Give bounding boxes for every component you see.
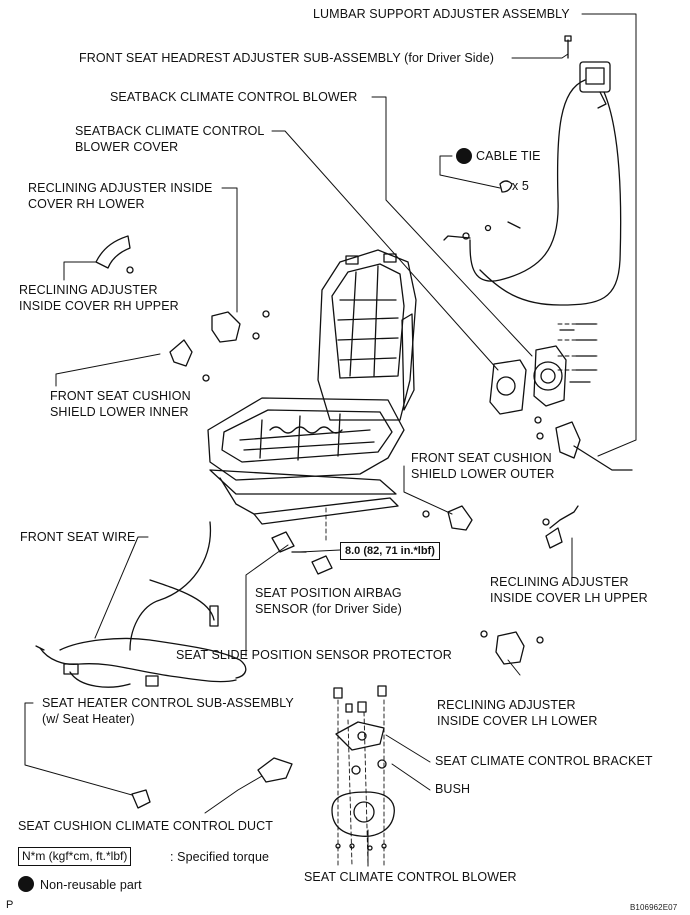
label-heater-control-line2: (w/ Seat Heater) <box>42 712 135 726</box>
label-heater-control-line1: SEAT HEATER CONTROL SUB-ASSEMBLY <box>42 696 294 710</box>
label-cushion-climate-duct: SEAT CUSHION CLIMATE CONTROL DUCT <box>18 819 273 833</box>
label-cable-tie-quantity: x 5 <box>512 179 529 193</box>
legend-nonreusable-marker <box>18 876 34 892</box>
lumbar-support-assembly <box>443 35 622 306</box>
leader-lines <box>24 13 637 867</box>
corner-letter: P <box>6 899 14 911</box>
label-recline-lh-lower-line2: INSIDE COVER LH LOWER <box>437 714 598 728</box>
label-seat-climate-blower: SEAT CLIMATE CONTROL BLOWER <box>304 870 517 884</box>
nonreusable-marker-cable-tie <box>456 148 472 164</box>
shield-lower-outer <box>422 505 473 531</box>
recline-cover-lh-upper <box>534 416 633 549</box>
label-seatback-cover-line2: BLOWER COVER <box>75 140 179 154</box>
cushion-duct-heater <box>131 757 293 809</box>
legend-torque-units: N*m (kgf*cm, ft.*lbf) <box>18 847 132 866</box>
label-shield-outer-line2: SHIELD LOWER OUTER <box>411 467 555 481</box>
recline-cover-lh-lower <box>480 630 544 665</box>
label-bush: BUSH <box>435 782 471 796</box>
torque-spec-box: 8.0 (82, 71 in.*lbf) <box>340 542 440 560</box>
seatback-blower <box>489 323 597 415</box>
legend-torque-text: : Specified torque <box>170 850 270 864</box>
label-seatback-blower: SEATBACK CLIMATE CONTROL BLOWER <box>110 90 358 104</box>
label-slide-sensor-protector: SEAT SLIDE POSITION SENSOR PROTECTOR <box>176 648 452 662</box>
seat-climate-blower-group <box>331 685 395 851</box>
label-recline-lh-lower-line1: RECLINING ADJUSTER <box>437 698 576 712</box>
label-recline-lh-upper-line2: INSIDE COVER LH UPPER <box>490 591 648 605</box>
label-climate-bracket: SEAT CLIMATE CONTROL BRACKET <box>435 754 653 768</box>
label-airbag-sensor-line1: SEAT POSITION AIRBAG <box>255 586 402 600</box>
label-recline-lh-upper-line1: RECLINING ADJUSTER <box>490 575 629 589</box>
label-recline-rh-lower-line1: RECLINING ADJUSTER INSIDE <box>28 181 213 195</box>
label-cable-tie: CABLE TIE <box>476 149 541 163</box>
label-recline-rh-upper-line1: RECLINING ADJUSTER <box>19 283 158 297</box>
label-headrest-adjuster: FRONT SEAT HEADREST ADJUSTER SUB-ASSEMBL… <box>79 51 495 65</box>
label-airbag-sensor-line2: SENSOR (for Driver Side) <box>255 602 402 616</box>
label-seatback-cover-line1: SEATBACK CLIMATE CONTROL <box>75 124 265 138</box>
label-lumbar-support: LUMBAR SUPPORT ADJUSTER ASSEMBLY <box>313 7 570 21</box>
front-seat-wire <box>35 521 247 688</box>
label-recline-rh-upper-line2: INSIDE COVER RH UPPER <box>19 299 179 313</box>
label-recline-rh-lower-line2: COVER RH LOWER <box>28 197 145 211</box>
label-shield-inner-line1: FRONT SEAT CUSHION <box>50 389 191 403</box>
figure-code: B106962E07 <box>630 903 678 912</box>
label-shield-outer-line1: FRONT SEAT CUSHION <box>411 451 552 465</box>
seat-frame <box>207 249 417 575</box>
recline-covers-rh <box>95 235 270 382</box>
label-shield-inner-line2: SHIELD LOWER INNER <box>50 405 189 419</box>
label-front-seat-wire: FRONT SEAT WIRE <box>20 530 136 544</box>
legend-nonreusable-text: Non-reusable part <box>40 878 142 892</box>
